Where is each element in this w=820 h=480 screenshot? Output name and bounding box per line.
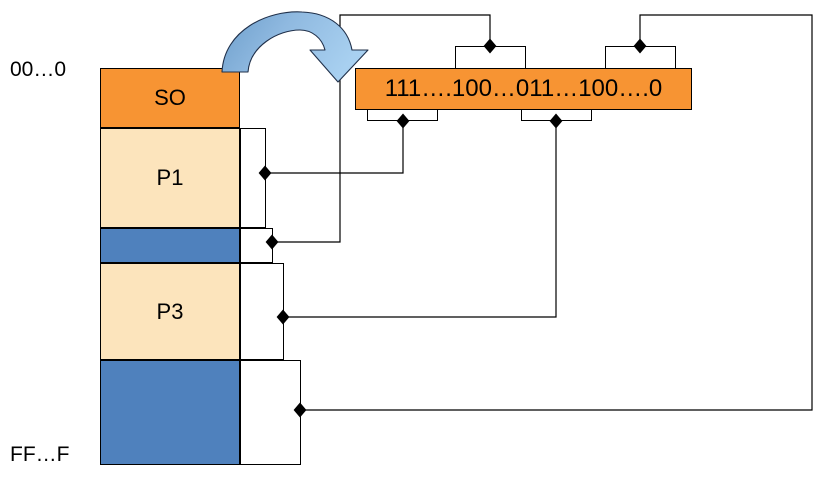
wire-p3 — [283, 121, 557, 318]
diamond-bit-top-right — [633, 38, 647, 54]
diamond-bit-top-left — [483, 38, 497, 54]
diamond-free1 — [265, 234, 279, 250]
memory-block-so[interactable]: SO — [100, 68, 240, 128]
memory-block-label: P1 — [156, 165, 184, 190]
so-to-bitmap-arrow — [221, 11, 369, 83]
diamond-markers — [258, 38, 647, 418]
address-label-bottom: FF…F — [10, 443, 70, 466]
bitmap-bar-value: 111….100…011…100….0 — [384, 75, 663, 102]
bitmap-bar[interactable]: 111….100…011…100….0 — [355, 68, 692, 110]
address-label-top: 00…0 — [10, 58, 67, 81]
step-box-p1 — [240, 128, 266, 228]
memory-block-p1[interactable]: P1 — [100, 128, 240, 228]
memory-block-free2[interactable] — [100, 360, 240, 465]
wire-free2 — [300, 14, 813, 411]
diamond-free2 — [293, 402, 307, 418]
diamond-p3 — [276, 309, 290, 325]
diamond-p1 — [258, 165, 272, 181]
step-box-free1 — [240, 228, 273, 263]
memory-block-label: P3 — [156, 298, 184, 324]
memory-block-free1[interactable] — [100, 228, 240, 263]
memory-block-label: SO — [154, 85, 186, 110]
diamond-bit-bottom-left — [396, 113, 410, 129]
memory-block-p3[interactable]: P3 — [100, 263, 240, 360]
wire-free1 — [272, 14, 491, 243]
wire-p1 — [265, 121, 404, 174]
diamond-bit-bottom-right — [549, 113, 563, 129]
step-box-free2 — [240, 360, 301, 465]
